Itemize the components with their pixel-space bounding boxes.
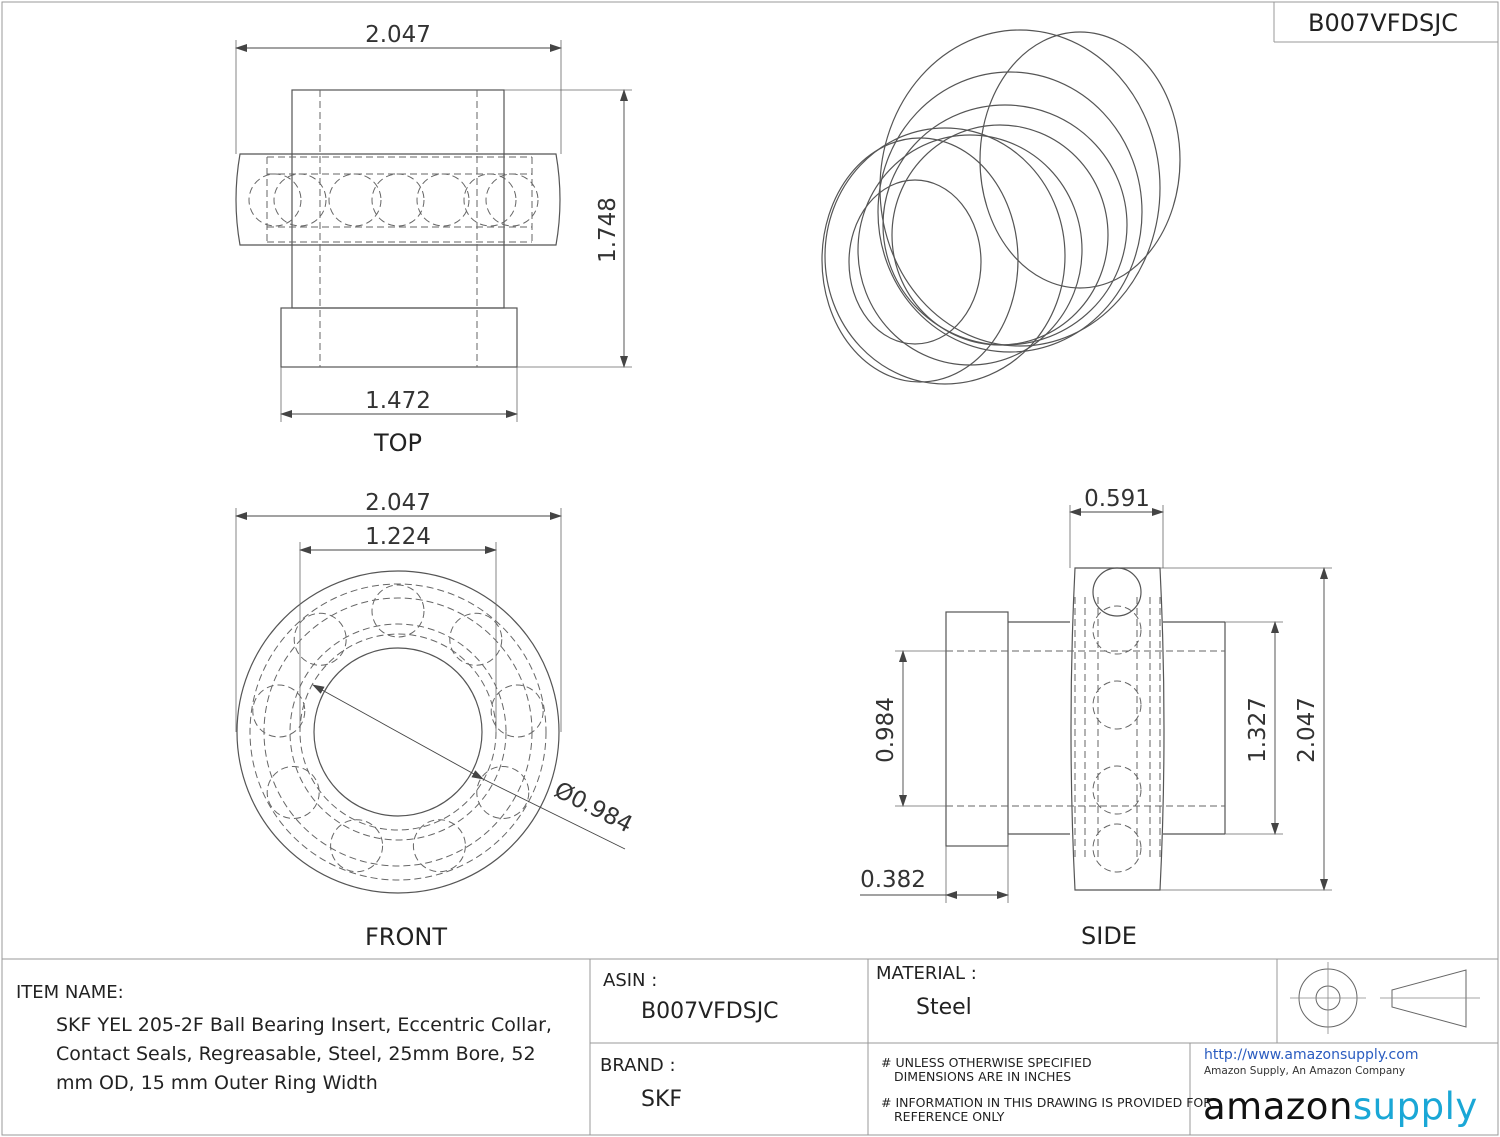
bearing-ball bbox=[463, 173, 517, 227]
bearing-ball bbox=[266, 766, 320, 819]
bearing-ball bbox=[371, 584, 425, 638]
bearing-ball bbox=[412, 819, 466, 873]
bearing-ball bbox=[1092, 765, 1142, 815]
side-dim-width: 0.591 bbox=[1084, 486, 1150, 512]
note-units-line1: # UNLESS OTHERWISE SPECIFIED bbox=[881, 1055, 1092, 1070]
note-units-line2: DIMENSIONS ARE IN INCHES bbox=[894, 1069, 1072, 1084]
isometric-view bbox=[821, 29, 1181, 385]
bearing-ball bbox=[1092, 567, 1142, 617]
front-dim-outer: 2.047 bbox=[365, 490, 431, 516]
top-view-label: TOP bbox=[373, 429, 422, 457]
side-dim-collar: 0.382 bbox=[860, 867, 926, 893]
bearing-ball bbox=[293, 612, 347, 666]
note-reference-line2: REFERENCE ONLY bbox=[894, 1109, 1005, 1124]
bearing-ball bbox=[371, 173, 425, 227]
logo-amazon-text: amazon bbox=[1203, 1085, 1353, 1128]
bearing-ball bbox=[328, 173, 382, 227]
bearing-ball bbox=[273, 173, 327, 227]
asin-label: ASIN : bbox=[603, 970, 658, 991]
bearing-ball bbox=[330, 819, 384, 873]
bearing-ball bbox=[416, 173, 470, 227]
material-label: MATERIAL : bbox=[876, 963, 977, 984]
bearing-ball bbox=[1092, 680, 1142, 730]
note-reference-line1: # INFORMATION IN THIS DRAWING IS PROVIDE… bbox=[881, 1095, 1212, 1110]
bearing-ball bbox=[252, 684, 306, 738]
top-dim-collar: 1.472 bbox=[365, 388, 431, 414]
material-value: Steel bbox=[916, 995, 972, 1020]
top-dim-width: 2.047 bbox=[365, 22, 431, 48]
front-dim-inner: 1.224 bbox=[365, 524, 431, 550]
side-dim-bore: 0.984 bbox=[873, 697, 899, 763]
bearing-ball bbox=[248, 173, 302, 227]
projection-symbol-icon bbox=[1290, 962, 1480, 1034]
side-view-label: SIDE bbox=[1081, 922, 1137, 950]
logo-supply-text: supply bbox=[1352, 1085, 1478, 1128]
bearing-ball bbox=[449, 612, 503, 666]
front-view: 2.047 1.224 Ø0.984 FRONT bbox=[235, 490, 637, 951]
bearing-ball bbox=[485, 173, 539, 227]
company-tagline: Amazon Supply, An Amazon Company bbox=[1204, 1065, 1406, 1077]
amazon-supply-logo: amazonsupply bbox=[1203, 1085, 1478, 1128]
asin-value: B007VFDSJC bbox=[641, 999, 779, 1024]
top-view: 2.047 1.748 1.472 TOP bbox=[235, 22, 632, 457]
top-dim-height: 1.748 bbox=[595, 197, 621, 263]
website-link[interactable]: http://www.amazonsupply.com bbox=[1204, 1047, 1419, 1063]
front-view-label: FRONT bbox=[365, 923, 447, 951]
header-part-number: B007VFDSJC bbox=[1308, 9, 1459, 37]
bearing-ball bbox=[490, 684, 544, 738]
side-dim-outer: 2.047 bbox=[1294, 697, 1320, 763]
bearing-ball bbox=[1092, 605, 1142, 655]
item-name-value: SKF YEL 205-2F Ball Bearing Insert, Ecce… bbox=[56, 1014, 552, 1094]
bearing-ball bbox=[476, 766, 530, 819]
front-dim-bore: Ø0.984 bbox=[550, 777, 637, 838]
brand-value: SKF bbox=[641, 1087, 683, 1112]
brand-label: BRAND : bbox=[600, 1055, 676, 1076]
bearing-ball bbox=[1092, 823, 1142, 873]
side-view: 0.591 0.984 1.327 2.047 0.382 SIDE bbox=[860, 486, 1332, 950]
side-dim-shoulder: 1.327 bbox=[1245, 697, 1271, 763]
item-name-label: ITEM NAME: bbox=[16, 982, 124, 1003]
